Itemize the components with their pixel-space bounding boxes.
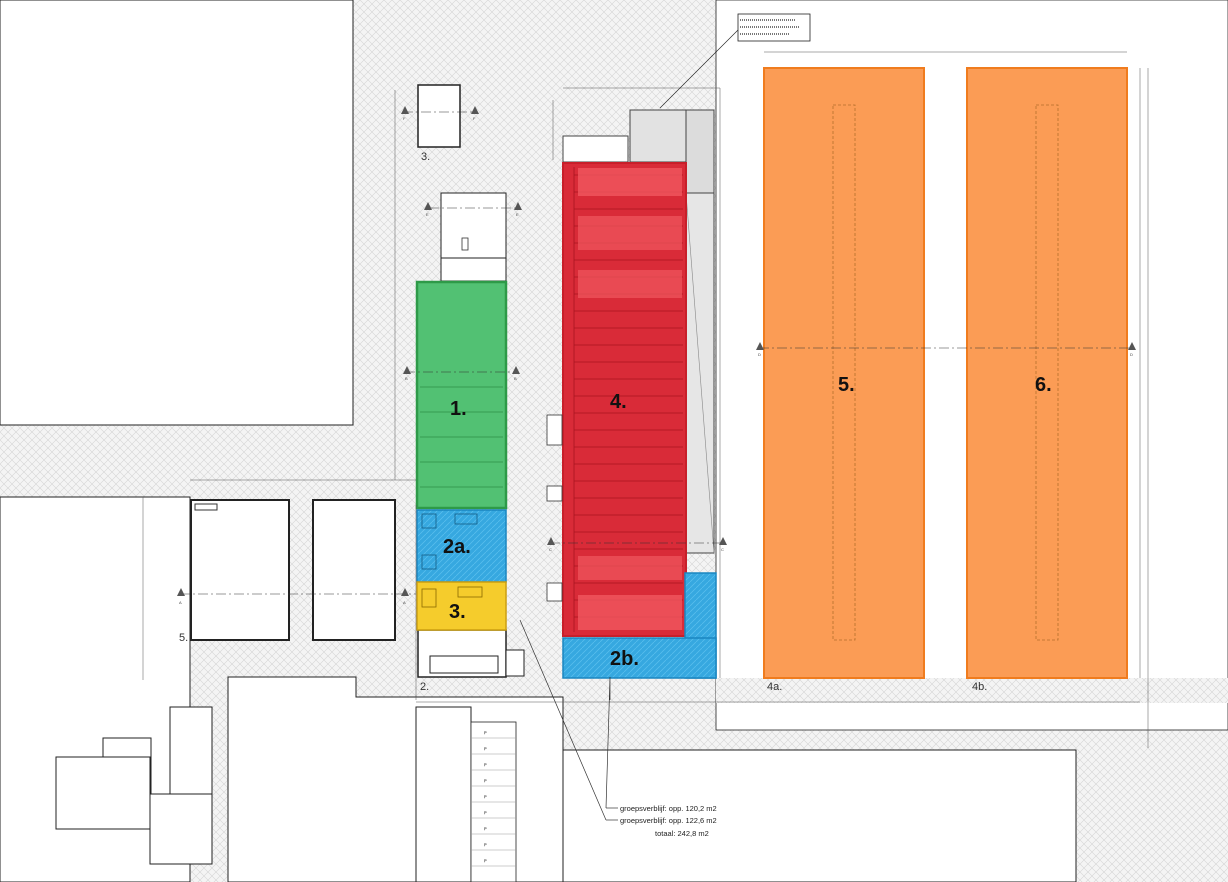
parking-symbol: P [484, 778, 487, 783]
zone-5-label: 5. [838, 374, 855, 396]
section-label-a-right: A [403, 600, 406, 605]
zone-3: 3. [416, 581, 507, 631]
lower-building [562, 749, 1077, 882]
section-label-d-left: D [758, 352, 761, 357]
zone-3-label: 3. [449, 601, 466, 623]
callout-line-1: groepsverblijf: opp. 120,2 m2 [620, 804, 717, 813]
zone-1: 1. [415, 280, 508, 510]
zone-5: 5. [763, 67, 925, 679]
hall-4-stairs [546, 414, 563, 602]
section-marker-labels: A A B B C C D D E E F F [179, 116, 1133, 605]
entrance-building [417, 629, 525, 678]
section-label-a-left: A [179, 600, 182, 605]
marker-3: 3. [421, 151, 430, 163]
parking-symbol: P [484, 826, 487, 831]
marker-2: 2. [420, 681, 429, 693]
callout-total: totaal: 242,8 m2 [655, 829, 709, 838]
section-label-f-left: F [403, 116, 406, 121]
dimension-lines [142, 51, 1149, 748]
neighbour-buildings [55, 706, 213, 865]
zone-2a: 2a. [416, 509, 507, 583]
parking-symbol: P [484, 842, 487, 847]
section-label-d-right: D [1130, 352, 1133, 357]
section-label-e-right: E [516, 212, 519, 217]
lower-left-buildings [190, 499, 396, 641]
section-label-e-left: E [426, 212, 429, 217]
zone-6: 6. [966, 67, 1128, 679]
parking-symbol: P [484, 810, 487, 815]
technical-rooms [562, 109, 715, 554]
reference-markers: 3. 2. 5. 4a. 4b. [179, 151, 987, 693]
zone-4: 4. [562, 162, 687, 637]
parking-symbol: P [484, 794, 487, 799]
area-callout: groepsverblijf: opp. 120,2 m2 groepsverb… [620, 804, 717, 838]
zone-2b: 2b. [562, 572, 717, 679]
parking-symbol: P [484, 762, 487, 767]
zone-6-label: 6. [1035, 374, 1052, 396]
section-label-c-left: C [549, 547, 552, 552]
section-label-b-left: B [405, 376, 408, 381]
section-lines [180, 111, 1133, 595]
callout-leaders [519, 619, 618, 821]
callout-line-2: groepsverblijf: opp. 122,6 m2 [620, 816, 717, 825]
section-label-c-right: C [721, 547, 724, 552]
section-label-b-right: B [514, 376, 517, 381]
legend-box [659, 13, 811, 109]
marker-4a: 4a. [767, 681, 782, 693]
parking-symbol: P [484, 730, 487, 735]
zone-1-label: 1. [450, 398, 467, 420]
utility-building [440, 192, 507, 282]
marker-5: 5. [179, 632, 188, 644]
zone-2b-label: 2b. [610, 648, 639, 670]
marker-4b: 4b. [972, 681, 987, 693]
parking-symbol: P [484, 746, 487, 751]
section-label-f-right: F [473, 116, 476, 121]
parking-symbol: P [484, 858, 487, 863]
zone-4-label: 4. [610, 391, 627, 413]
section-markers [177, 106, 1136, 596]
parking-strip: P P P P P P P P P [470, 721, 517, 882]
small-building-top [417, 84, 461, 148]
zone-2a-label: 2a. [443, 536, 471, 558]
